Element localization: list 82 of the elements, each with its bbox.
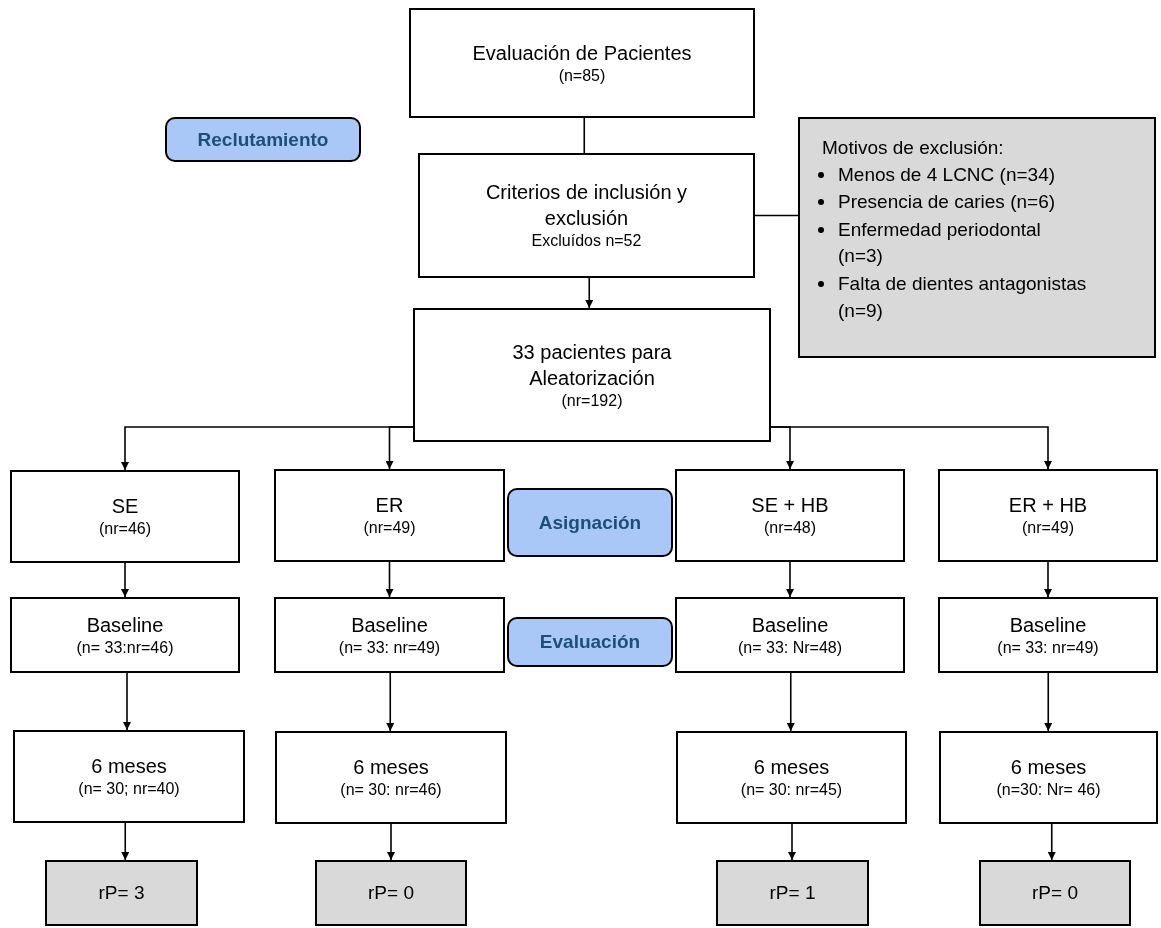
count-text: (n=85) (558, 65, 606, 86)
box-title: rP= 0 (368, 880, 414, 905)
process-box (10, 470, 240, 563)
count-text: (n= 30: nr=46) (340, 780, 442, 801)
connector-line (583, 117, 586, 154)
bullet-item: Falta de dientes antagonistas (n=9) (838, 271, 1088, 323)
process-box (939, 731, 1158, 824)
phase-badge (507, 488, 673, 557)
arrow (770, 426, 1052, 470)
box-title: Evaluación de Pacientes (472, 40, 692, 66)
process-box (409, 8, 755, 118)
arrow (123, 672, 131, 731)
box-title: rP= 3 (98, 880, 145, 905)
count-text: (nr=192) (561, 390, 623, 411)
arrow (121, 562, 129, 598)
arrow (788, 823, 796, 861)
note-box (798, 117, 1156, 358)
box-title: 6 meses (753, 755, 830, 781)
count-text: (n= 30; nr=40) (78, 779, 180, 800)
count-text: (n= 30: nr=45) (740, 780, 843, 801)
process-box (413, 308, 771, 442)
box-title: Baseline (86, 612, 164, 638)
process-box (274, 597, 505, 673)
box-title: rP= 1 (769, 880, 816, 905)
result-box (716, 860, 869, 926)
result-box (45, 860, 198, 926)
process-box (10, 597, 240, 673)
process-box (676, 731, 907, 824)
process-box (675, 469, 905, 562)
box-title: Baseline (1009, 612, 1087, 638)
arrow (385, 426, 414, 470)
phase-label: Evaluación (539, 631, 641, 653)
box-title: 6 meses (91, 754, 167, 780)
count-text: (n= 33: nr=49) (338, 637, 441, 658)
box-title: Baseline (351, 612, 428, 638)
process-box (938, 597, 1158, 673)
bullet-item: Enfermedad periodontal (n=3) (838, 217, 1042, 269)
result-box (315, 860, 467, 926)
arrow (585, 277, 594, 309)
box-title: 6 meses (353, 755, 429, 781)
count-text: (n=30: Nr= 46) (996, 780, 1101, 801)
box-title: SE (111, 494, 139, 520)
arrow (1044, 561, 1052, 598)
result-box (979, 860, 1131, 926)
box-title: ER + HB (1008, 493, 1088, 519)
box-title: SE + HB (751, 493, 829, 519)
bullet-item: Menos de 4 LCNC (n=34) (838, 162, 1056, 187)
count-text: Excluídos n=52 (531, 231, 642, 252)
note-heading: Motivos de exclusión: (821, 136, 1004, 160)
arrow (387, 823, 395, 861)
phase-label: Asignación (538, 511, 642, 534)
bullet-item: Presencia de caries (n=6) (838, 190, 1056, 215)
box-title: 6 meses (1010, 755, 1087, 781)
arrow (786, 672, 795, 732)
process-box (13, 730, 245, 823)
arrow (385, 561, 394, 598)
phase-label: Reclutamiento (197, 128, 329, 151)
phase-badge (507, 617, 673, 667)
box-title: rP= 0 (1032, 880, 1078, 905)
phase-badge (165, 117, 361, 162)
count-text: (nr=49) (363, 518, 416, 539)
process-box (938, 469, 1158, 562)
box-title: 33 pacientes para Aleatorización (511, 339, 673, 391)
count-text: (nr=49) (1022, 518, 1074, 539)
arrow (1047, 823, 1056, 861)
box-title: ER (375, 493, 404, 519)
process-box (274, 469, 505, 562)
arrow (786, 561, 794, 598)
arrow (1044, 672, 1053, 732)
count-text: (nr=48) (764, 518, 816, 539)
process-box (675, 597, 905, 673)
count-text: (n= 33:nr=46) (76, 637, 174, 658)
count-text: (nr=46) (99, 519, 151, 540)
count-text: (n= 33: nr=49) (997, 637, 1099, 658)
count-text: (n= 33: Nr=48) (737, 637, 843, 658)
connector-line (754, 214, 799, 217)
process-box (275, 731, 507, 824)
box-title: Baseline (751, 612, 829, 638)
arrow (386, 672, 395, 732)
arrow (121, 822, 130, 861)
box-title: Criterios de inclusión y exclusión (484, 180, 689, 232)
process-box (418, 153, 755, 278)
